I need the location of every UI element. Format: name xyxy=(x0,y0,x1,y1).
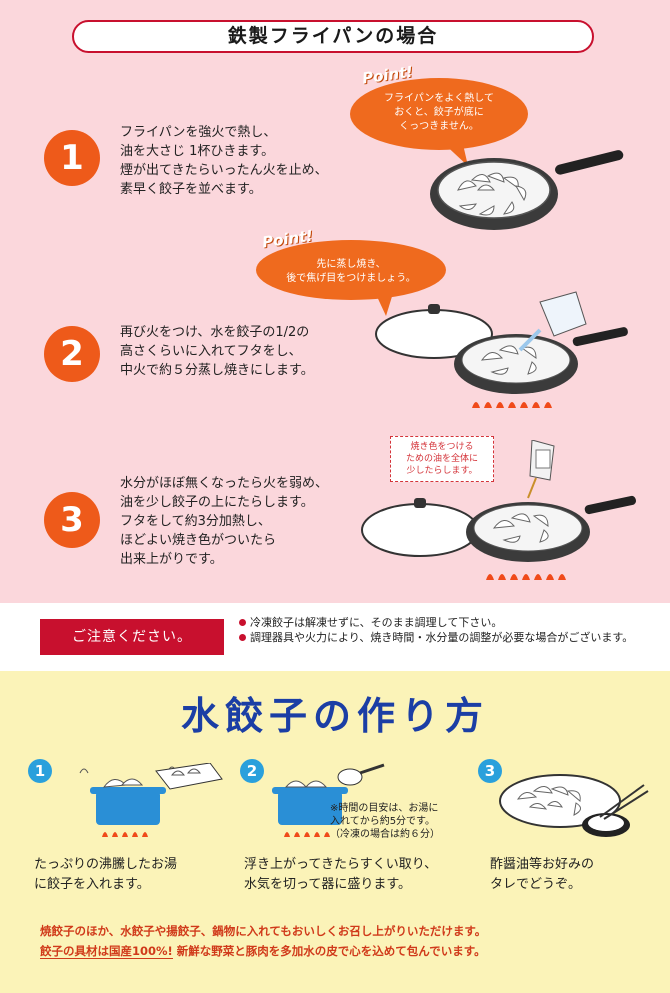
footer-line-1: 焼餃子のほか、水餃子や揚餃子、鍋物に入れてもおいしくお召し上がりいただけます。 xyxy=(40,924,487,938)
pan-with-lid-icon xyxy=(375,291,628,408)
point-1-line: くっつきません。 xyxy=(399,121,479,132)
oil-note-line: 少したらします。 xyxy=(406,466,478,476)
pan-with-oil-icon xyxy=(361,440,636,580)
step-3-line: 水分がほぼ無くなったら火を弱め、 xyxy=(120,476,329,491)
plate-with-chopsticks-icon xyxy=(499,774,649,837)
oil-note: 焼き色をつける ための油を全体に 少したらします。 xyxy=(390,436,494,482)
caution-band: ご注意ください。 冷凍餃子は解凍せずに、そのまま調理して下さい。 調理器具や火力… xyxy=(0,603,670,671)
boiled-step-2-text: 浮き上がってきたらすくい取り、 水気を切って器に盛ります。 xyxy=(244,855,437,895)
point-2-line: 先に蒸し焼き、 xyxy=(316,259,386,270)
boiled-step-3-line: タレでどうぞ。 xyxy=(490,877,582,892)
boiled-step-number-2: 2 xyxy=(240,759,264,783)
section-title: 鉄製フライパンの場合 xyxy=(227,25,439,47)
caution-item: 調理器具や火力により、焼き時間・水分量の調整が必要な場合がございます。 xyxy=(238,630,658,645)
boiled-step-2-line: 水気を切って器に盛ります。 xyxy=(244,877,412,892)
step-3-line: 油を少し餃子の上にたらします。 xyxy=(120,495,314,510)
domestic-ingredients-note: 餃子の具材は国産100%! xyxy=(40,944,173,959)
boiled-time-note: ※時間の目安は、お湯に 入れてから約5分です。 （冷凍の場合は約６分） xyxy=(330,802,440,841)
point-2-line: 後で焦げ目をつけましょう。 xyxy=(286,273,416,284)
step-1-line: フライパンを強火で熱し、 xyxy=(120,125,277,140)
section-title-pill: 鉄製フライパンの場合 xyxy=(72,20,594,53)
point-bubble-2-tail xyxy=(374,290,394,316)
point-bubble-2: 先に蒸し焼き、 後で焦げ目をつけましょう。 xyxy=(256,240,446,300)
step-2-line: 高さくらいに入れてフタをし、 xyxy=(120,344,302,359)
step-1-text: フライパンを強火で熱し、 油を大さじ 1杯ひきます。 煙が出てきたらいったん火を… xyxy=(120,123,328,199)
boiled-step-2-line: 浮き上がってきたらすくい取り、 xyxy=(244,857,438,872)
boiled-step-1-text: たっぷりの沸騰したお湯 に餃子を入れます。 xyxy=(34,855,177,895)
step-number-3: 3 xyxy=(44,492,100,548)
boiled-time-note-line: 入れてから約5分です。 xyxy=(330,816,436,827)
step-2-line: 中火で約５分蒸し焼きにします。 xyxy=(120,363,314,378)
step-number-1: 1 xyxy=(44,130,100,186)
step-2-line: 再び火をつけ、水を餃子の1/2の xyxy=(120,325,310,340)
boiled-step-number-1: 1 xyxy=(28,759,52,783)
point-1-line: おくと、餃子が底に xyxy=(394,107,484,118)
step-number-2: 2 xyxy=(44,326,100,382)
caution-label: ご注意ください。 xyxy=(40,619,224,655)
point-bubble-1: フライパンをよく熱して おくと、餃子が底に くっつきません。 xyxy=(350,78,528,150)
boiled-step-1-line: たっぷりの沸騰したお湯 xyxy=(34,857,178,872)
point-1-line: フライパンをよく熱して xyxy=(384,93,494,104)
boiled-section-title: 水餃子の作り方 xyxy=(180,694,489,738)
boiled-time-note-line: （冷凍の場合は約６分） xyxy=(330,829,440,840)
boiled-step-1-line: に餃子を入れます。 xyxy=(34,877,150,892)
boiled-gyoza-section: 水餃子の作り方 1 たっぷりの沸騰したお湯 に餃子を入れます。 2 xyxy=(0,671,670,993)
oil-note-line: ための油を全体に xyxy=(405,454,478,464)
step-2-text: 再び火をつけ、水を餃子の1/2の 高さくらいに入れてフタをし、 中火で約５分蒸し… xyxy=(120,323,314,380)
step-3-line: フタをして約3分加熱し、 xyxy=(120,514,271,529)
boiled-time-note-line: ※時間の目安は、お湯に xyxy=(330,803,439,814)
caution-item: 冷凍餃子は解凍せずに、そのまま調理して下さい。 xyxy=(238,615,658,630)
step-1-line: 煙が出てきたらいったん火を止め、 xyxy=(120,163,328,178)
step-3-text: 水分がほぼ無くなったら火を弱め、 油を少し餃子の上にたらします。 フタをして約3… xyxy=(120,474,328,569)
step-1-line: 素早く餃子を並べます。 xyxy=(120,182,262,197)
footer-line-2: 餃子の具材は国産100%! 新鮮な野菜と豚肉を多加水の皮で心を込めて包んでいます… xyxy=(40,941,640,961)
footer-line-2-rest: 新鮮な野菜と豚肉を多加水の皮で心を込めて包んでいます。 xyxy=(176,944,486,958)
boiled-step-number-3: 3 xyxy=(478,759,502,783)
pot-with-ladle-icon xyxy=(272,763,385,837)
step-1-line: 油を大さじ 1杯ひきます。 xyxy=(120,144,275,159)
boiled-step-3-text: 酢醤油等お好みの タレでどうぞ。 xyxy=(490,855,594,895)
boiling-pot-icon xyxy=(79,763,223,837)
point-bubble-1-tail xyxy=(440,140,468,166)
caution-list: 冷凍餃子は解凍せずに、そのまま調理して下さい。 調理器具や火力により、焼き時間・… xyxy=(238,615,658,645)
step-3-line: ほどよい焼き色がついたら xyxy=(120,533,277,548)
frying-pan-icon xyxy=(430,150,624,230)
boiled-step-3-line: 酢醤油等お好みの xyxy=(490,857,595,872)
step-3-line: 出来上がりです。 xyxy=(120,552,223,567)
oil-note-line: 焼き色をつける xyxy=(410,442,474,452)
